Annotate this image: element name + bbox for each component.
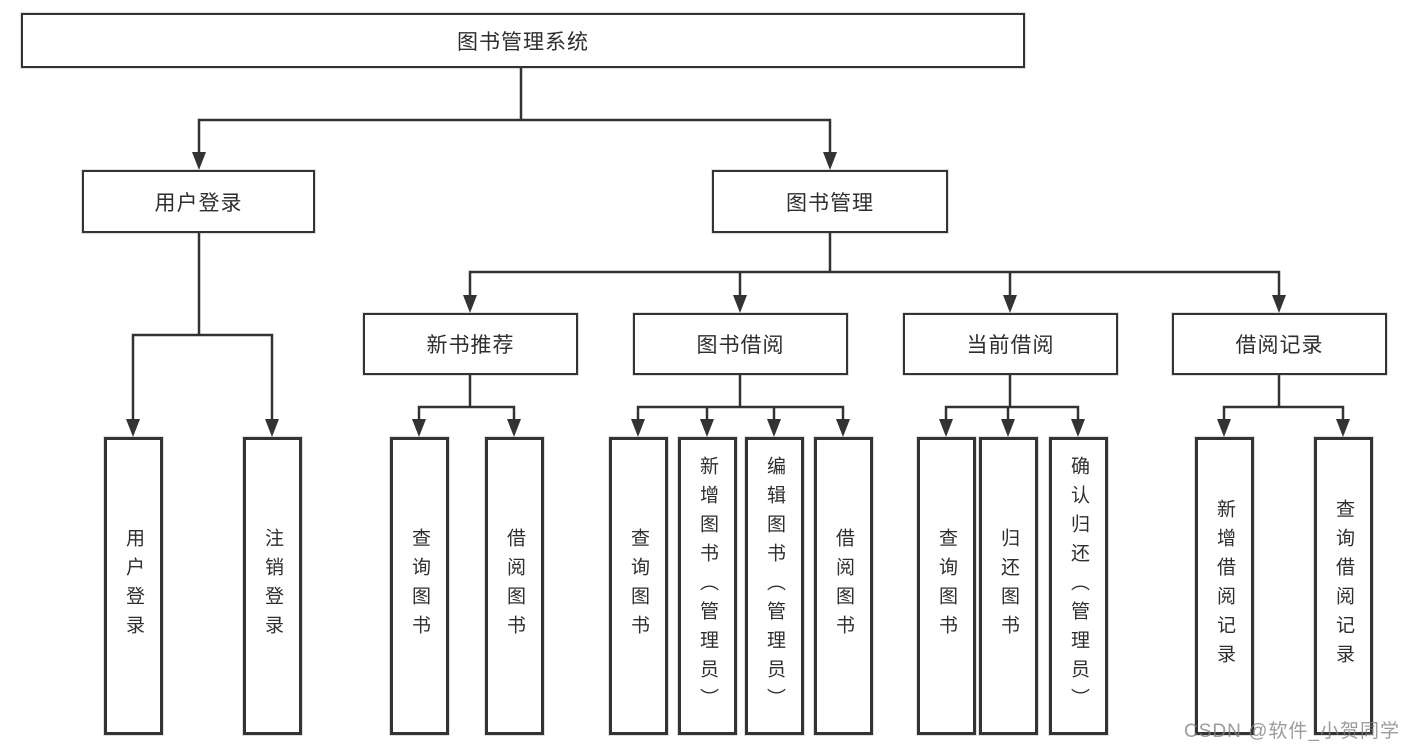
- watermark-text: CSDN @软件_小贺同学: [1184, 721, 1400, 742]
- node-leaf-edit-books-admin: 编辑图书（管理员）: [745, 437, 804, 735]
- node-leaf-return-books: 归还图书: [979, 437, 1038, 735]
- node-leaf-borrowing-query-books: 查询图书: [609, 437, 668, 735]
- node-borrowing-records: 借阅记录: [1172, 313, 1387, 375]
- node-book-management: 图书管理: [712, 170, 948, 233]
- node-leaf-current-query-books: 查询图书: [917, 437, 976, 735]
- node-library-management-system: 图书管理系统: [21, 13, 1025, 68]
- node-leaf-newbooks-query-books: 查询图书: [390, 437, 449, 735]
- node-leaf-confirm-return-admin: 确认归还（管理员）: [1049, 437, 1108, 735]
- node-leaf-newbooks-borrow-books: 借阅图书: [485, 437, 544, 735]
- node-current-borrowing: 当前借阅: [903, 313, 1118, 375]
- node-leaf-borrowing-borrow-books: 借阅图书: [814, 437, 873, 735]
- node-leaf-query-borrow-record: 查询借阅记录: [1314, 437, 1373, 735]
- node-new-book-recommend: 新书推荐: [363, 313, 578, 375]
- node-book-borrowing: 图书借阅: [633, 313, 848, 375]
- node-user-login: 用户登录: [82, 170, 315, 233]
- node-leaf-add-books-admin: 新增图书（管理员）: [678, 437, 737, 735]
- node-leaf-add-borrow-record: 新增借阅记录: [1195, 437, 1254, 735]
- node-leaf-user-login: 用户登录: [104, 437, 163, 735]
- node-leaf-logout: 注销登录: [243, 437, 302, 735]
